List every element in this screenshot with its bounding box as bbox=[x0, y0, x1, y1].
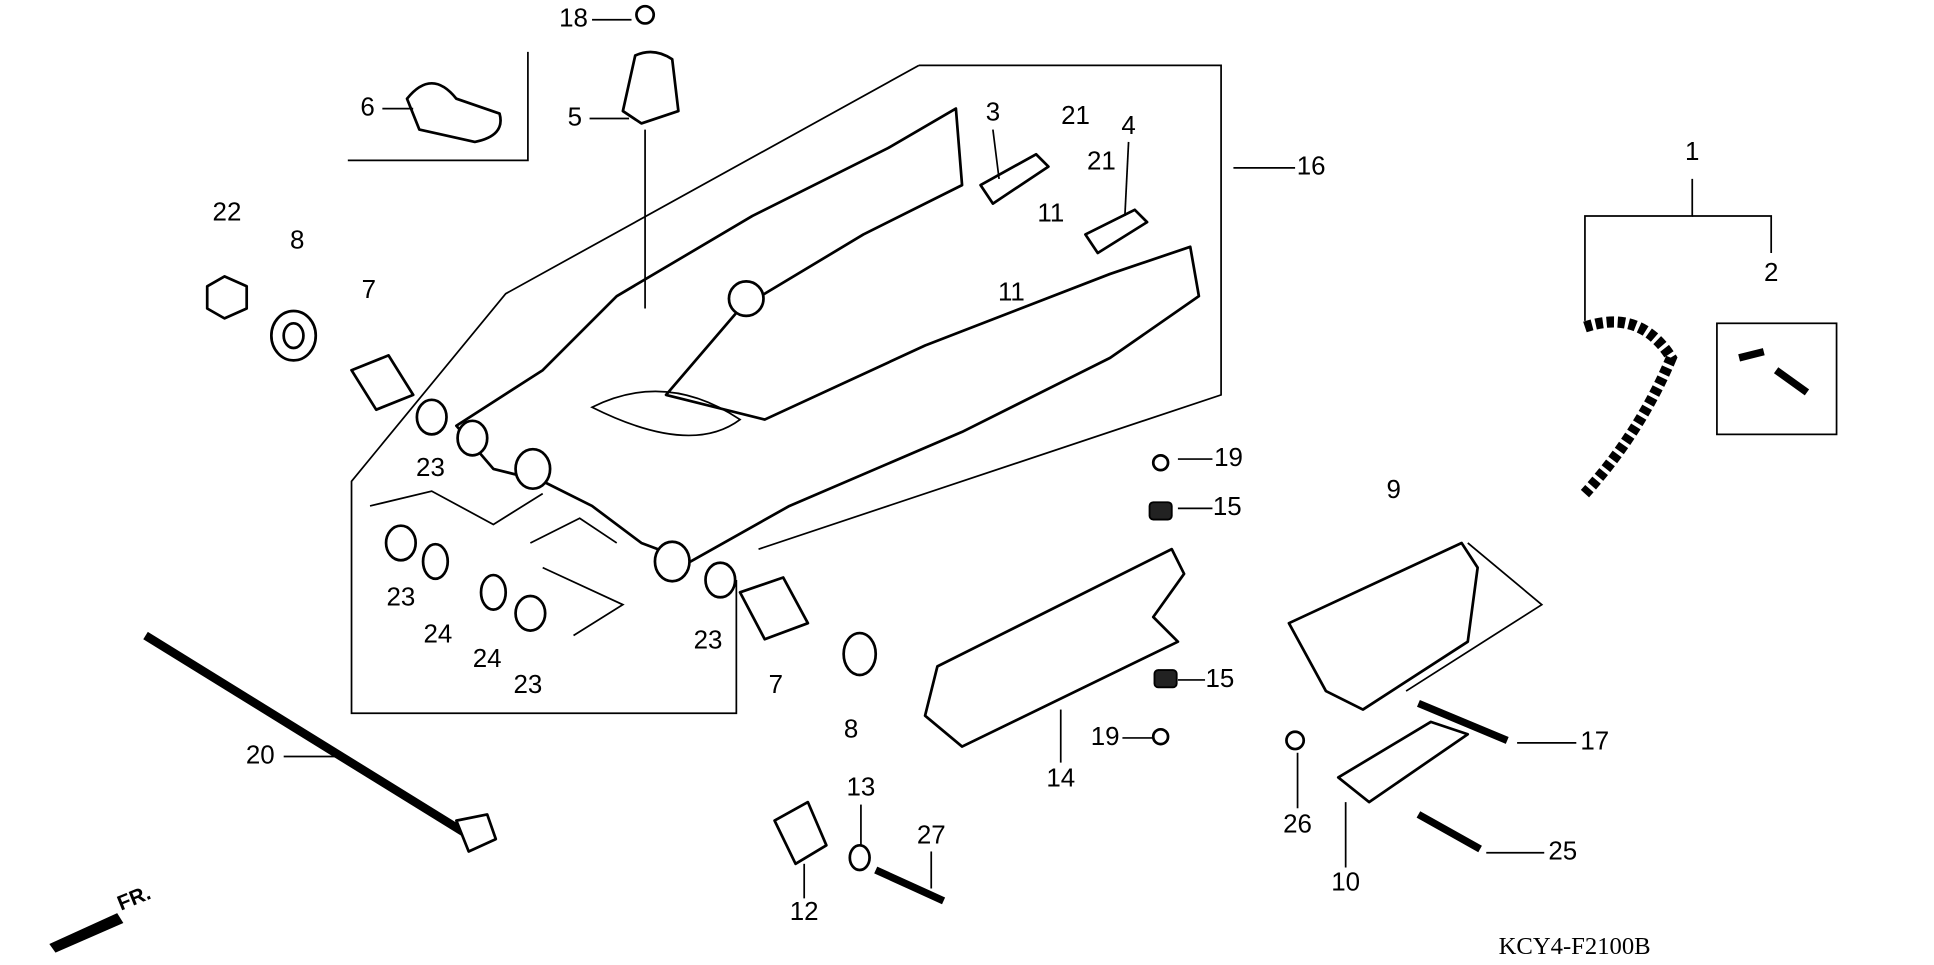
callout-11b: 11 bbox=[998, 279, 1025, 307]
callout-25: 25 bbox=[1548, 838, 1577, 866]
callout-22: 22 bbox=[213, 198, 242, 226]
callout-15b: 15 bbox=[1205, 665, 1234, 693]
callout-10: 10 bbox=[1331, 868, 1360, 896]
callout-20: 20 bbox=[246, 741, 275, 769]
callout-labels: 18 6 5 3 21 21 4 16 11 11 1 2 22 8 7 23 … bbox=[213, 5, 1779, 926]
callout-4: 4 bbox=[1121, 112, 1135, 140]
callout-23c: 23 bbox=[514, 671, 543, 699]
callout-18: 18 bbox=[559, 5, 588, 33]
callout-24a: 24 bbox=[423, 620, 452, 648]
callout-19b: 19 bbox=[1091, 723, 1120, 751]
callout-7b: 7 bbox=[769, 671, 783, 699]
callout-26: 26 bbox=[1283, 810, 1312, 838]
callout-5: 5 bbox=[568, 103, 582, 131]
callout-7a: 7 bbox=[362, 276, 376, 304]
callout-27: 27 bbox=[917, 822, 946, 850]
callout-17: 17 bbox=[1580, 728, 1609, 756]
swingarm bbox=[455, 107, 1201, 583]
callout-8b: 8 bbox=[844, 715, 858, 743]
callout-23d: 23 bbox=[694, 627, 723, 655]
front-direction-label: FR. bbox=[114, 881, 154, 915]
callout-19a: 19 bbox=[1214, 444, 1243, 472]
parts bbox=[49, 4, 1810, 953]
group-lines bbox=[347, 51, 1838, 715]
callout-1: 1 bbox=[1685, 138, 1699, 166]
callout-8a: 8 bbox=[290, 227, 304, 255]
callout-21a: 21 bbox=[1061, 102, 1090, 130]
diagram-code: KCY4-F2100B bbox=[1499, 933, 1651, 960]
callout-15a: 15 bbox=[1213, 493, 1242, 521]
callout-23a: 23 bbox=[416, 454, 445, 482]
callout-21b: 21 bbox=[1087, 148, 1116, 176]
callout-9: 9 bbox=[1387, 476, 1401, 504]
callout-6: 6 bbox=[360, 93, 374, 121]
callout-16: 16 bbox=[1297, 153, 1326, 181]
callout-12: 12 bbox=[790, 898, 819, 926]
callout-24b: 24 bbox=[473, 645, 502, 673]
callout-2: 2 bbox=[1764, 259, 1778, 287]
callout-14: 14 bbox=[1046, 765, 1075, 793]
callout-3: 3 bbox=[986, 98, 1000, 126]
leader-lines bbox=[283, 18, 1577, 899]
callout-23b: 23 bbox=[386, 583, 415, 611]
callout-13: 13 bbox=[847, 773, 876, 801]
callout-11a: 11 bbox=[1037, 200, 1064, 228]
